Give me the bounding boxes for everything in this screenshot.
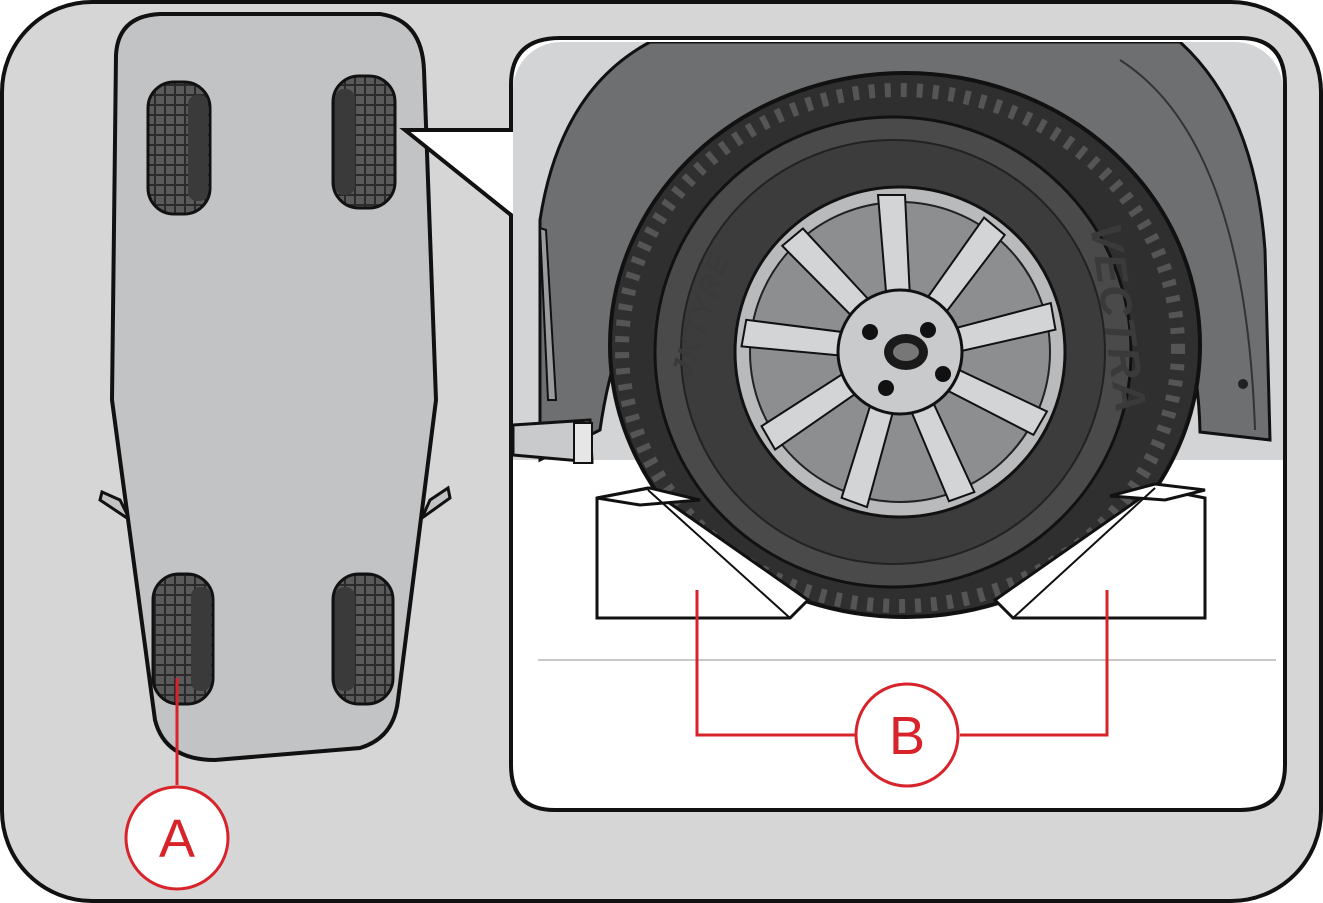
alloy-rim xyxy=(733,185,1067,519)
lug-nut xyxy=(878,380,894,396)
rear-left-wheel xyxy=(151,572,215,706)
callout-b-label: B xyxy=(889,706,925,766)
car-top-view-icon xyxy=(98,12,452,763)
fender-liner xyxy=(1119,59,1256,431)
lug-nut xyxy=(862,324,878,340)
front-chock xyxy=(595,486,811,620)
front-right-wheel xyxy=(331,74,397,210)
wheel-chock-icon xyxy=(595,482,1207,620)
wheel-detail-icon: JKTYRE VECTRA xyxy=(513,42,1283,661)
front-left-wheel xyxy=(146,80,212,216)
callout-b-bracket xyxy=(695,590,1109,737)
lug-nut xyxy=(935,366,951,382)
right-mirror xyxy=(418,485,452,523)
callout-b: B xyxy=(695,590,1109,788)
callout-b-circle xyxy=(854,682,960,788)
rear-right-wheel xyxy=(331,572,395,706)
lug-nut xyxy=(920,322,936,338)
callout-a-label: A xyxy=(159,809,195,869)
rear-chock xyxy=(992,482,1207,620)
callout-a-circle xyxy=(124,785,230,891)
callout-a: A xyxy=(124,678,230,891)
